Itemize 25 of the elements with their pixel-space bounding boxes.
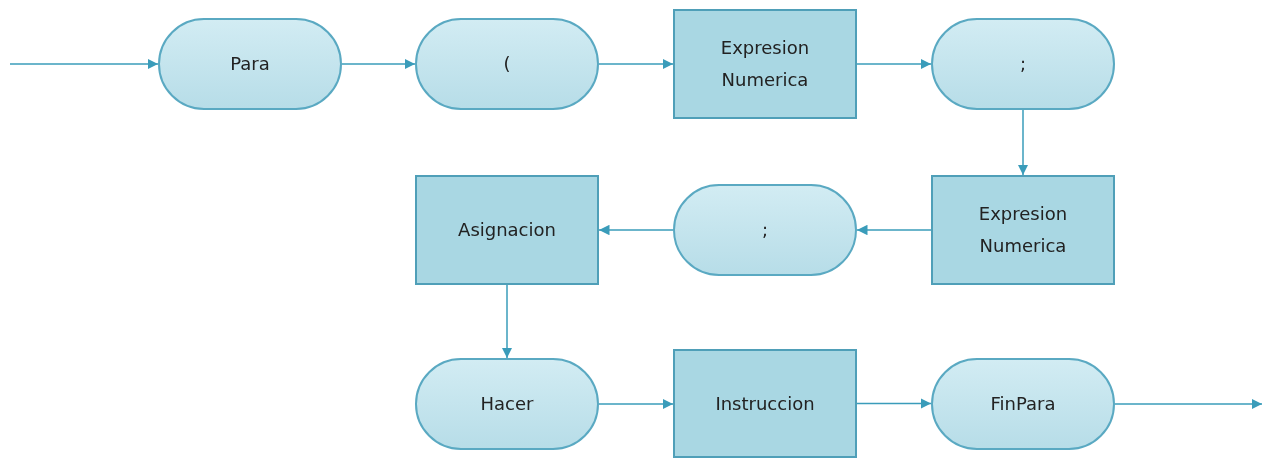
arrow [598,58,674,70]
node-label: Instruccion [714,391,816,416]
process-box [415,175,599,285]
process-box [931,175,1115,285]
arrow [501,284,513,359]
process-box [673,349,857,458]
node-label: ; [1018,52,1028,76]
arrow [1017,109,1029,176]
arrow [1114,398,1263,410]
node-label: ; [760,218,770,242]
node-label: Para [229,52,271,76]
node-label: ( [502,52,512,76]
arrow [856,398,932,409]
node-label: Asignacion [457,218,557,242]
node-label: Expresion Numerica [977,202,1069,258]
arrow [9,58,159,70]
arrow [598,398,674,410]
node-label: FinPara [989,392,1057,416]
arrow [856,58,932,70]
process-box [673,9,857,119]
node-label: Expresion Numerica [719,36,811,92]
arrow [856,224,932,236]
node-label: Hacer [479,392,535,416]
arrow [598,224,674,236]
arrow [341,58,416,70]
